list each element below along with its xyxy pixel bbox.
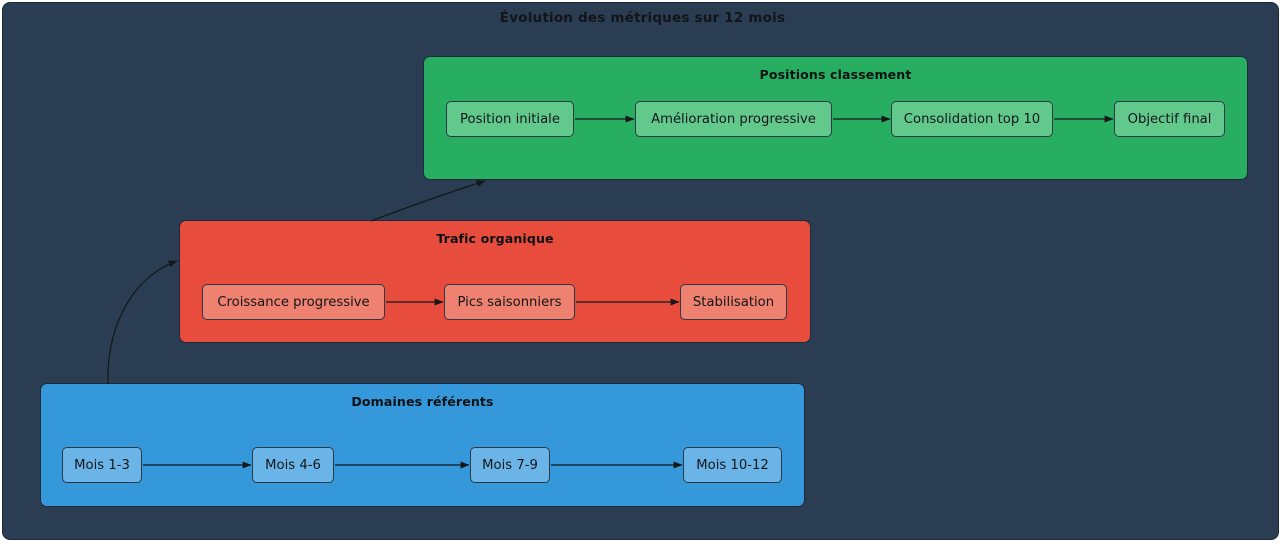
- node-label: Mois 4-6: [265, 457, 321, 473]
- node-label: Amélioration progressive: [651, 111, 816, 127]
- node-label: Stabilisation: [692, 294, 775, 310]
- node-croissance-progressive[interactable]: Croissance progressive: [202, 284, 385, 320]
- node-mois-1-3[interactable]: Mois 1-3: [62, 447, 142, 483]
- cluster-label-positions-classement: Positions classement: [759, 67, 912, 82]
- node-mois-10-12[interactable]: Mois 10-12: [683, 447, 782, 483]
- node-consolidation-top-10[interactable]: Consolidation top 10: [891, 101, 1053, 137]
- node-label: Mois 7-9: [482, 457, 538, 473]
- diagram-title: Évolution des métriques sur 12 mois: [499, 10, 786, 26]
- cluster-domaines-referents: Domaines référents: [40, 383, 805, 507]
- cluster-label-trafic-organique: Trafic organique: [436, 231, 554, 246]
- node-stabilisation[interactable]: Stabilisation: [680, 284, 787, 320]
- node-label: Position initiale: [460, 111, 560, 127]
- node-label: Objectif final: [1127, 111, 1212, 127]
- node-label: Mois 10-12: [696, 457, 769, 473]
- node-mois-7-9[interactable]: Mois 7-9: [470, 447, 550, 483]
- node-pics-saisonniers[interactable]: Pics saisonniers: [444, 284, 575, 320]
- node-label: Mois 1-3: [74, 457, 130, 473]
- cluster-label-domaines-referents: Domaines référents: [351, 394, 494, 409]
- node-label: Consolidation top 10: [903, 111, 1041, 127]
- node-objectif-final[interactable]: Objectif final: [1114, 101, 1225, 137]
- node-label: Croissance progressive: [217, 294, 370, 310]
- node-position-initiale[interactable]: Position initiale: [446, 101, 574, 137]
- node-mois-4-6[interactable]: Mois 4-6: [252, 447, 334, 483]
- cluster-trafic-organique: Trafic organique: [179, 220, 811, 343]
- node-amelioration-progressive[interactable]: Amélioration progressive: [635, 101, 832, 137]
- node-label: Pics saisonniers: [457, 294, 562, 310]
